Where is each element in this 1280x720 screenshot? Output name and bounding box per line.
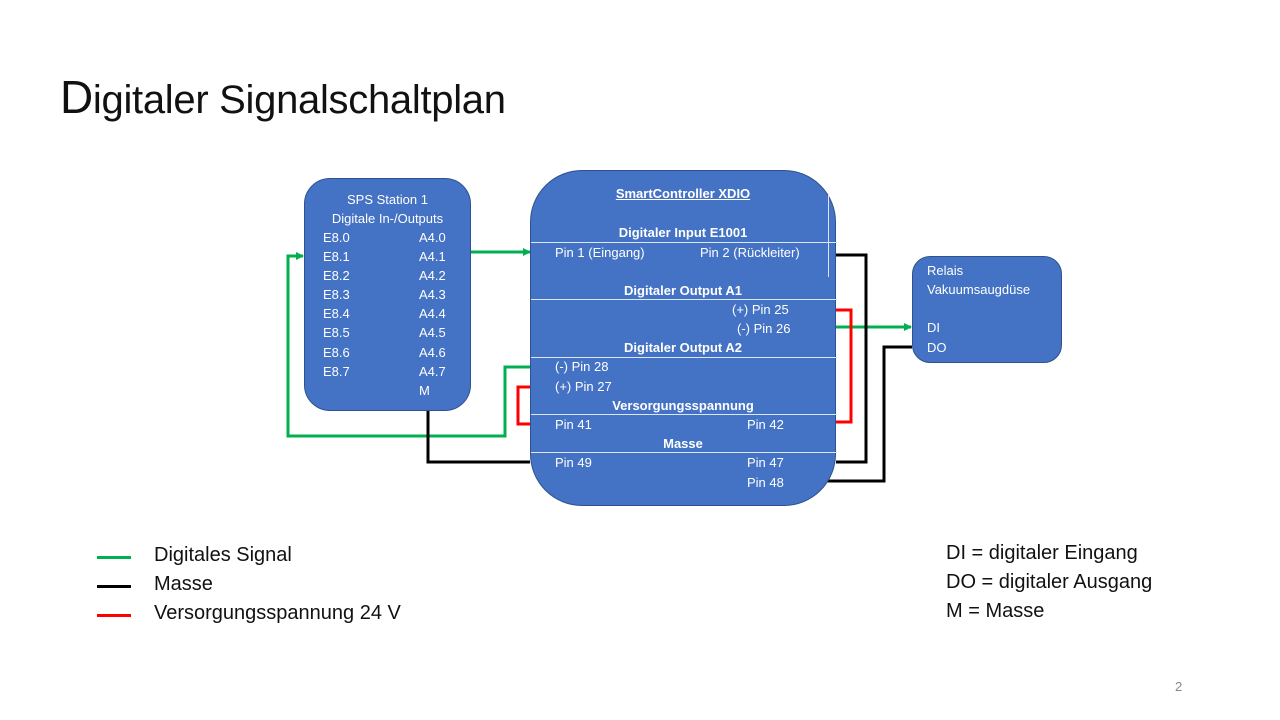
sps-row: E8.1 A4.1 (323, 247, 453, 266)
sps-row: E8.6 A4.6 (323, 343, 453, 362)
sps-row: E8.4 A4.4 (323, 304, 453, 323)
sps-input: E8.1 (323, 249, 350, 264)
relais-do-terminal: DO (927, 340, 947, 355)
divider (531, 452, 837, 453)
relais-di-terminal: DI (927, 320, 940, 335)
sps-row: E8.7 A4.7 (323, 362, 453, 381)
legend-swatch-ground (97, 585, 131, 588)
slide-title-rest: igitaler Signalschaltplan (92, 78, 506, 122)
divider (531, 299, 837, 300)
wire-ground-pin48-to-do (827, 345, 912, 483)
slide-title: Digitaler Signalschaltplan (60, 70, 506, 124)
relais-box: Relais Vakuumsaugdüse DI DO (912, 256, 1062, 363)
divider (531, 357, 837, 358)
relais-subtitle: Vakuumsaugdüse (927, 282, 1031, 297)
abbreviation-di: DI = digitaler Eingang (946, 542, 1138, 564)
wire-ground-m-to-pin49 (426, 411, 530, 464)
pin-41-label: Pin 41 (555, 417, 592, 432)
sps-input: E8.4 (323, 306, 350, 321)
legend-swatch-supply (97, 614, 131, 617)
pin-26-label: (-) Pin 26 (737, 321, 791, 336)
sps-input: E8.5 (323, 325, 350, 340)
divider (828, 193, 829, 277)
sps-input: E8.3 (323, 287, 350, 302)
sps-input: E8.7 (323, 364, 350, 379)
section-header-ground: Masse (663, 436, 703, 451)
sps-input: E8.2 (323, 268, 350, 283)
pin-42-label: Pin 42 (747, 417, 784, 432)
smartcontroller-box: SmartController XDIO Digitaler Input E10… (530, 170, 837, 506)
sps-output: A4.5 (419, 325, 446, 340)
sps-row: E8.3 A4.3 (323, 285, 453, 304)
wire-ground-pin2-to-pin47 (836, 253, 868, 464)
section-header-supply: Versorgungsspannung (612, 398, 754, 413)
section-header-output-a2: Digitaler Output A2 (624, 340, 742, 355)
legend-label-ground: Masse (154, 573, 213, 595)
pin-1-label: Pin 1 (Eingang) (555, 245, 645, 260)
sps-output: A4.4 (419, 306, 446, 321)
sps-title: SPS Station 1 (347, 192, 428, 207)
pin-49-label: Pin 49 (555, 455, 592, 470)
pin-48-label: Pin 48 (747, 475, 784, 490)
sps-output: A4.3 (419, 287, 446, 302)
sps-ground-terminal: M (419, 383, 430, 398)
pin-47-label: Pin 47 (747, 455, 784, 470)
pin-28-label: (-) Pin 28 (555, 359, 609, 374)
divider (531, 414, 837, 415)
legend-label-signal: Digitales Signal (154, 544, 292, 566)
section-header-input-e1001: Digitaler Input E1001 (618, 225, 748, 240)
wire-signal-pin28-to-e81 (286, 252, 530, 438)
sps-subtitle: Digitale In-/Outputs (331, 211, 444, 226)
abbreviation-do: DO = digitaler Ausgang (946, 571, 1153, 593)
sps-output: A4.6 (419, 345, 446, 360)
wire-supply-pin25-to-pin42 (836, 308, 853, 424)
sps-row: E8.2 A4.2 (323, 266, 453, 285)
wire-supply-pin27-to-pin41 (516, 385, 533, 426)
sps-input: E8.0 (323, 230, 350, 245)
legend-swatch-signal (97, 556, 131, 559)
pin-2-label: Pin 2 (Rückleiter) (700, 245, 800, 260)
legend-label-supply: Versorgungsspannung 24 V (154, 602, 401, 624)
sps-output: A4.0 (419, 230, 446, 245)
sps-output: A4.7 (419, 364, 446, 379)
abbreviation-m: M = Masse (946, 600, 1045, 622)
pin-25-label: (+) Pin 25 (732, 302, 789, 317)
divider (531, 242, 837, 243)
sps-input: E8.6 (323, 345, 350, 360)
pin-27-label: (+) Pin 27 (555, 379, 612, 394)
sps-row: E8.5 A4.5 (323, 323, 453, 342)
sps-output: A4.1 (419, 249, 446, 264)
section-header-output-a1: Digitaler Output A1 (624, 283, 742, 298)
sps-row: E8.0 A4.0 (323, 228, 453, 247)
controller-title: SmartController XDIO (615, 186, 751, 201)
sps-output: A4.2 (419, 268, 446, 283)
relais-title: Relais (927, 263, 964, 278)
page-number: 2 (1175, 679, 1183, 694)
slide-title-first-letter: D (60, 71, 93, 123)
